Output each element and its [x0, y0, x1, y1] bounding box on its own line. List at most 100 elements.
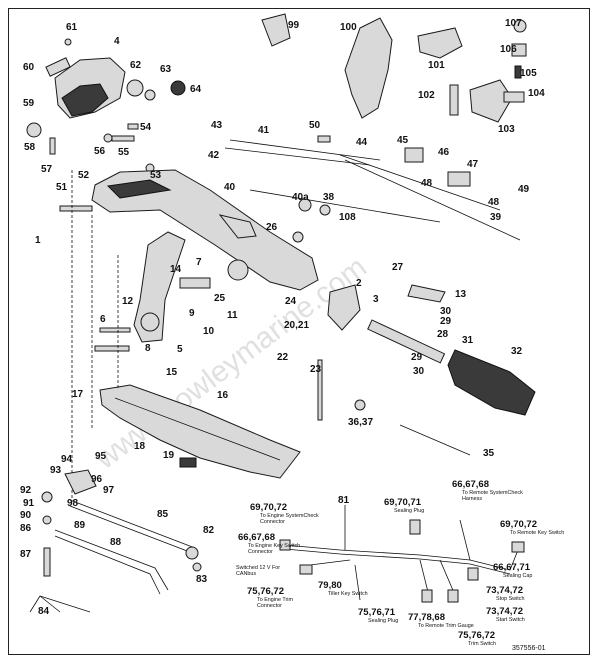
connector-label-text: To Engine SystemCheck	[260, 513, 319, 519]
callout-6: 6	[100, 314, 106, 325]
callout-15: 15	[166, 367, 178, 378]
callout-105: 105	[520, 68, 537, 79]
callout-3: 3	[373, 294, 379, 305]
callout-14: 14	[170, 264, 182, 275]
callout-1: 1	[35, 235, 41, 246]
callout-62: 62	[130, 60, 142, 71]
callout-42: 42	[208, 150, 220, 161]
callout-23: 23	[310, 364, 322, 375]
callout-85: 85	[157, 509, 169, 520]
callout-65: 65	[0, 0, 12, 3]
callout-106: 106	[500, 44, 517, 55]
connector-label-text: Connector	[248, 549, 273, 555]
callout-53: 53	[150, 170, 162, 181]
upper-right-parts	[224, 13, 527, 243]
connector-label-text: Harness	[462, 496, 482, 502]
callout-35: 35	[483, 448, 495, 459]
callout-88: 88	[110, 537, 122, 548]
connector-label-number: 66,67,68	[452, 479, 489, 490]
connector-label-text: To Remote SystemCheck	[462, 490, 523, 496]
callout-57: 57	[41, 164, 53, 175]
connector-label-number: 73,74,72	[486, 585, 523, 596]
callout-56: 56	[94, 146, 106, 157]
callout-5: 5	[177, 344, 183, 355]
connector-label-number: 79,80	[318, 580, 342, 591]
callout-97: 97	[103, 485, 115, 496]
callout-13: 13	[455, 289, 467, 300]
connector-label-text: Switched 12 V For	[236, 565, 280, 571]
callout-98: 98	[67, 498, 79, 509]
callout-58: 58	[24, 142, 36, 153]
callout-43: 43	[211, 120, 223, 131]
callout-87: 87	[20, 549, 32, 560]
callout-60: 60	[23, 62, 35, 73]
callout-49: 49	[518, 184, 530, 195]
connector-label-text: To Engine Key Switch	[248, 543, 300, 549]
drawing-number: 357556-01	[512, 645, 546, 652]
connector-label-text: Sealing Plug	[368, 618, 398, 624]
callout-45: 45	[397, 135, 409, 146]
lower-left-parts	[29, 170, 202, 613]
callout-29: 29	[411, 352, 423, 363]
callout-39: 39	[490, 212, 502, 223]
callout-99: 99	[288, 20, 300, 31]
throttle-grip-parts	[317, 284, 536, 456]
tiller-arm-1	[59, 169, 319, 291]
callout-104: 104	[528, 88, 545, 99]
callout-91: 91	[23, 498, 35, 509]
connector-label-text: Connector	[257, 603, 282, 609]
callout-7: 7	[196, 257, 202, 268]
connector-label-text: Sealing Cap	[503, 573, 532, 579]
callout-59: 59	[23, 98, 35, 109]
callout-83: 83	[196, 574, 208, 585]
handle-housing-4	[26, 38, 186, 173]
connector-label-text: CANbus	[236, 571, 256, 577]
callout-20-21: 20,21	[284, 320, 309, 331]
shift-lever-5	[94, 231, 249, 352]
callout-51: 51	[56, 182, 68, 193]
callout-44: 44	[356, 137, 368, 148]
callout-10: 10	[203, 326, 215, 337]
callout-4: 4	[114, 36, 120, 47]
connector-label-number: 75,76,72	[247, 586, 284, 597]
callout-17: 17	[72, 389, 84, 400]
connector-label-text: Start Switch	[496, 617, 525, 623]
callout-12: 12	[122, 296, 134, 307]
callout-30: 30	[413, 366, 425, 377]
callout-28: 28	[437, 329, 449, 340]
callout-93: 93	[50, 465, 62, 476]
callout-86: 86	[20, 523, 32, 534]
connector-label-number: 75,76,72	[458, 630, 495, 641]
callout-19: 19	[163, 450, 175, 461]
callout-48: 48	[488, 197, 500, 208]
callout-8: 8	[145, 343, 151, 354]
callout-94: 94	[61, 454, 73, 465]
connector-label-number: 69,70,72	[500, 519, 537, 530]
connector-label-text: To Remote Trim Gauge	[418, 623, 474, 629]
callout-54: 54	[140, 122, 152, 133]
callout-90: 90	[20, 510, 32, 521]
callout-52: 52	[78, 170, 90, 181]
connector-label-text: Connector	[260, 519, 285, 525]
diagram-frame	[8, 8, 590, 655]
callout-82: 82	[203, 525, 215, 536]
callout-36-37: 36,37	[348, 417, 373, 428]
callout-40: 40	[224, 182, 236, 193]
callout-50: 50	[309, 120, 321, 131]
callout-46: 46	[438, 147, 450, 158]
connector-label-number: 69,70,72	[250, 502, 287, 513]
callout-81: 81	[338, 495, 350, 506]
